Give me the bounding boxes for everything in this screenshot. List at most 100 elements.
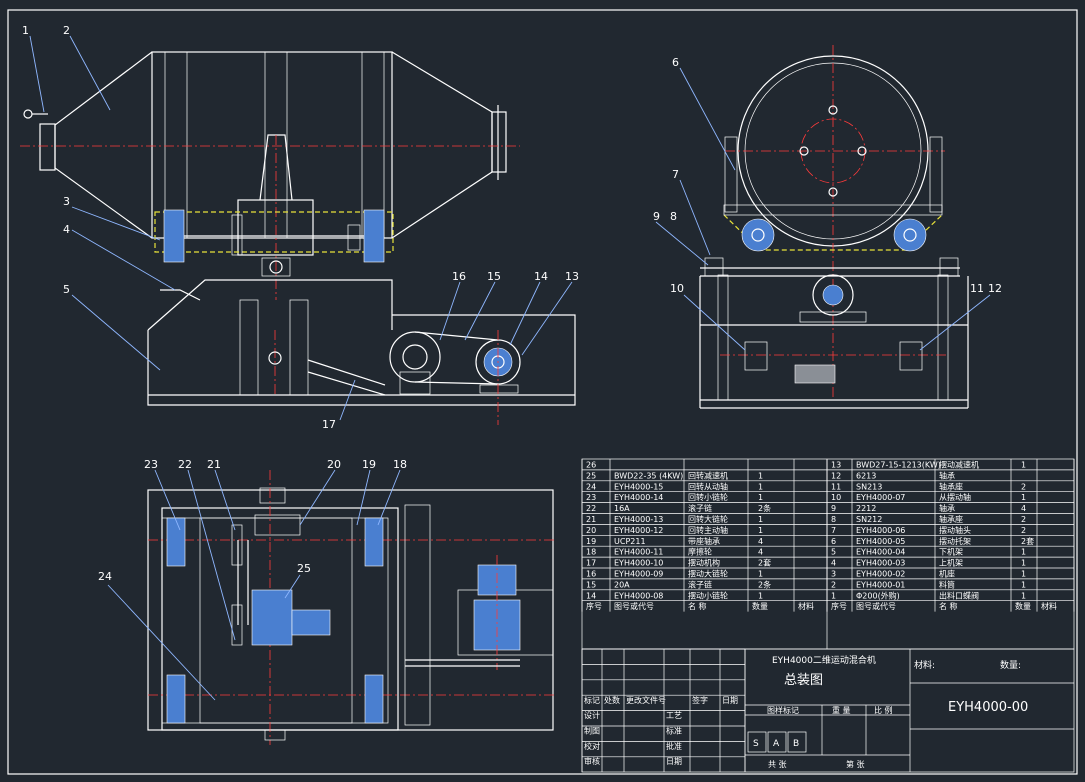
swing-large-sprocket (389, 331, 441, 383)
bom-left-row-name: 摆动大链轮 (688, 569, 728, 579)
rev-header-date: 日期 (722, 696, 738, 705)
callout-labels: 1 2 3 4 5 13 14 15 16 17 6 7 8 9 10 11 1… (22, 24, 1002, 583)
bom-left-row-qty: 1 (758, 526, 763, 535)
bom-left-header-0: 序号 (586, 601, 602, 611)
drawing-border (7, 9, 1078, 775)
bom-right-row-no: 5 (831, 548, 836, 557)
bom-right-header-1: 图号或代号 (856, 601, 896, 611)
bom-right-row-no: 7 (831, 526, 836, 535)
friction-roller (163, 209, 185, 263)
bom-left-row-no: 23 (586, 493, 596, 502)
bom-left-row-name: 摩擦轮 (688, 547, 712, 557)
callout-15: 15 (487, 270, 501, 283)
bom-left-row-no: 19 (586, 537, 596, 546)
bom-right-row-no: 8 (831, 515, 836, 524)
callout-10: 10 (670, 282, 684, 295)
bom-right-row-no: 12 (831, 471, 841, 480)
bom-right-row-name: 机座 (939, 569, 955, 579)
role2-0: 工艺 (666, 711, 682, 720)
callout-23: 23 (144, 458, 158, 471)
side-view (699, 45, 969, 409)
bom-left-row-no: 21 (586, 515, 596, 524)
bom-left-row-code: EYH4000-09 (614, 570, 663, 579)
bom-left-row-no: 15 (586, 580, 596, 589)
bom-left-row-name: 滚子链 (688, 503, 712, 513)
callout-4: 4 (63, 223, 70, 236)
callout-7: 7 (672, 168, 679, 181)
bom-right-row-name: 摆动减速机 (939, 460, 979, 470)
callout-2: 2 (63, 24, 70, 37)
bom-right-row-no: 11 (831, 482, 841, 491)
stage-label: 图样标记 (767, 705, 799, 715)
callout-19: 19 (362, 458, 376, 471)
product-name: EYH4000二维运动混合机 (772, 654, 876, 666)
callout-3: 3 (63, 195, 70, 208)
drum-left-cone (54, 51, 153, 239)
bom-left-row-no: 22 (586, 504, 596, 513)
bom-right-row-code: BWD27-15-1213(KW) (856, 461, 941, 470)
bom-right-row-qty: 1 (1021, 461, 1026, 470)
callout-5: 5 (63, 283, 70, 296)
bom-left-row-qty: 1 (758, 493, 763, 502)
bom-right-row-name: 料筒 (939, 579, 955, 589)
drum-right-cone (391, 51, 493, 239)
front-view (20, 51, 576, 425)
bom-left-row-code: EYH4000-08 (614, 591, 663, 600)
bom-left-row-no: 26 (586, 461, 596, 470)
stage-a: A (773, 739, 780, 749)
bom-left-row-qty: 1 (758, 570, 763, 579)
support-wheel-left (741, 218, 775, 252)
support-wheel-right (893, 218, 927, 252)
role-3: 审核 (584, 756, 600, 766)
bom-left-row-name: 回转主动轴 (688, 525, 728, 535)
bom-left-row-no: 14 (586, 591, 596, 600)
bom-left-row-code: EYH4000-13 (614, 515, 663, 524)
bom-left-row-name: 带座轴承 (688, 536, 720, 546)
bom-right-row-no: 13 (831, 461, 841, 470)
bom-right-row-qty: 2 (1021, 515, 1026, 524)
bom-left-row-code: UCP211 (614, 537, 646, 546)
bom-left-row-code: EYH4000-14 (614, 493, 663, 502)
drawing-number: EYH4000-00 (948, 700, 1028, 715)
bom-right-row-name: 摆动托架 (939, 536, 971, 546)
drum-body (151, 51, 393, 239)
rev-header-count: 处数 (604, 695, 620, 705)
bom-left-header-4: 材料 (798, 601, 814, 611)
rev-header-sign: 签字 (692, 695, 708, 705)
callout-14: 14 (534, 270, 548, 283)
bom-left-row-no: 18 (586, 548, 596, 557)
material-label: 材料: (914, 659, 935, 671)
bom-left-row-no: 25 (586, 471, 596, 480)
bom-right-row-code: EYH4000-03 (856, 559, 905, 568)
role2-2: 批准 (666, 741, 682, 751)
bom-left-row-name: 回转从动轴 (688, 481, 728, 491)
outlet-valve (39, 123, 56, 171)
bom-right-row-name: 出料口蝶阀 (939, 590, 979, 600)
bom-right-row-qty: 1 (1021, 580, 1026, 589)
role2-3: 日期 (666, 757, 682, 766)
bom-left-row-code: EYH4000-10 (614, 559, 663, 568)
bom-left-row-name: 摆动机构 (688, 558, 720, 568)
bom-right-row-code: EYH4000-06 (856, 526, 905, 535)
role-2: 校对 (584, 741, 600, 751)
feed-port (491, 111, 507, 173)
bom-right-row-qty: 4 (1021, 504, 1026, 513)
stage-b: B (793, 739, 799, 749)
bom-right-row-code: 6213 (856, 471, 876, 480)
bom-right-row-code: 2212 (856, 504, 876, 513)
callout-8: 8 (670, 210, 677, 223)
bom-left-row-qty: 1 (758, 482, 763, 491)
bom-right-row-code: EYH4000-07 (856, 493, 905, 502)
bom-left-row-name: 回转减速机 (688, 470, 728, 480)
stage-s: S (753, 739, 759, 749)
callout-12: 12 (988, 282, 1002, 295)
bom-right-row-code: Φ200(外购) (856, 590, 900, 600)
bom-right-row-code: SN212 (856, 515, 882, 524)
bom-right-row-code: EYH4000-01 (856, 580, 905, 589)
bom-right-row-no: 2 (831, 580, 836, 589)
rev-header-mark: 标记 (584, 695, 600, 705)
rev-header-doc: 更改文件号 (626, 695, 666, 705)
bom-right-row-no: 4 (831, 559, 836, 568)
title-block: 标记处数更改文件号签字日期设计制图校对审核工艺标准批准日期 EYH4000二维运… (581, 648, 1075, 773)
